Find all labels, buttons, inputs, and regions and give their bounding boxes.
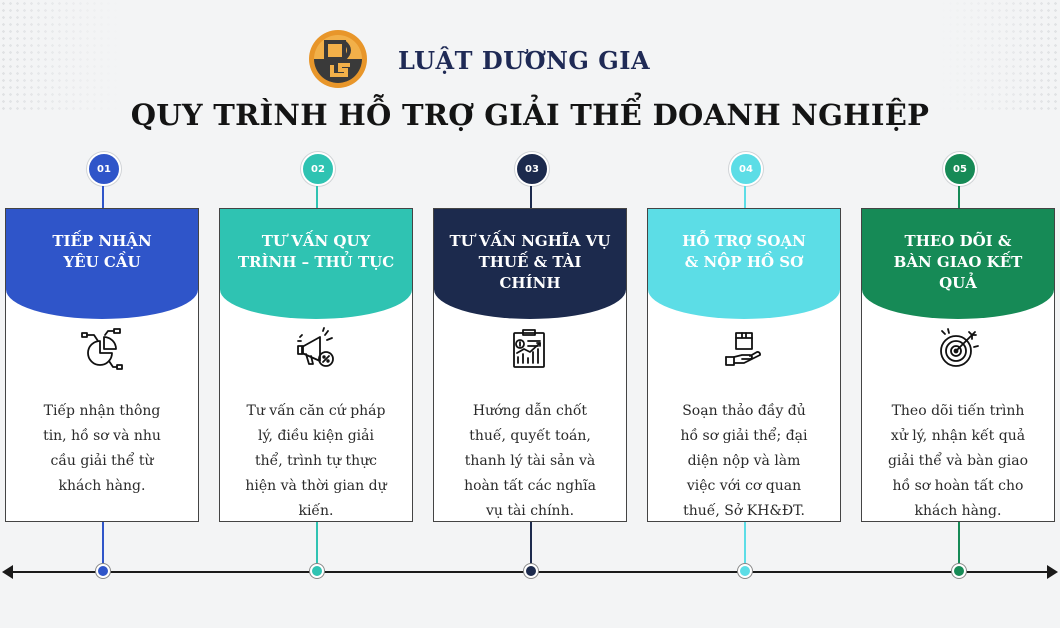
decorative-map-right xyxy=(940,0,1060,110)
step-heading: TƯ VẤN NGHĨA VỤ THUẾ & TÀI CHÍNH xyxy=(449,232,611,292)
step-connector-top xyxy=(316,186,318,208)
step-card: HỖ TRỢ SOẠN & NỘP HỒ SƠ Soạn thảo đầy đủ… xyxy=(647,208,841,522)
pie-chart-icon xyxy=(81,328,123,370)
target-icon xyxy=(940,328,979,367)
step-header: HỖ TRỢ SOẠN & NỘP HỒ SƠ xyxy=(648,209,840,319)
step-heading: TIẾP NHẬN YÊU CẦU xyxy=(52,232,152,271)
brand-name: LUẬT DƯƠNG GIA xyxy=(398,46,651,75)
step-connector-top xyxy=(530,186,532,208)
step-header: TIẾP NHẬN YÊU CẦU xyxy=(6,209,198,319)
step-header: THEO DÕI & BÀN GIAO KẾT QUẢ xyxy=(862,209,1054,319)
step-5: 05 THEO DÕI & BÀN GIAO KẾT QUẢ Theo dõi … xyxy=(861,152,1057,582)
step-connector-bottom xyxy=(530,522,532,566)
step-number-badge: 04 xyxy=(729,152,763,186)
step-3: 03 TƯ VẤN NGHĨA VỤ THUẾ & TÀI CHÍNH Hướn… xyxy=(433,152,629,582)
megaphone-icon xyxy=(297,327,334,367)
step-1: 01 TIẾP NHẬN YÊU CẦU Tiếp nhận thông tin… xyxy=(5,152,201,582)
step-description: Theo dõi tiến trình xử lý, nhận kết quả … xyxy=(887,403,1029,519)
step-card: TƯ VẤN QUY TRÌNH – THỦ TỤC Tư vấn căn cứ… xyxy=(219,208,413,522)
company-logo xyxy=(309,30,367,88)
step-card: THEO DÕI & BÀN GIAO KẾT QUẢ Theo dõi tiế… xyxy=(861,208,1055,522)
step-number-badge: 03 xyxy=(515,152,549,186)
step-connector-bottom xyxy=(744,522,746,566)
step-number-badge: 01 xyxy=(87,152,121,186)
decorative-map-left xyxy=(0,0,120,110)
step-heading: HỖ TRỢ SOẠN & NỘP HỒ SƠ xyxy=(682,232,806,271)
package-hand-icon xyxy=(725,332,761,366)
step-number-badge: 02 xyxy=(301,152,335,186)
timeline-dot xyxy=(96,564,110,578)
step-heading: TƯ VẤN QUY TRÌNH – THỦ TỤC xyxy=(237,232,395,271)
page-title: QUY TRÌNH HỖ TRỢ GIẢI THỂ DOANH NGHIỆP xyxy=(130,98,930,132)
step-connector-top xyxy=(958,186,960,208)
step-number-badge: 05 xyxy=(943,152,977,186)
timeline-dot xyxy=(524,564,538,578)
step-connector-top xyxy=(744,186,746,208)
timeline-dot xyxy=(310,564,324,578)
finance-report-icon xyxy=(513,329,545,368)
timeline-dot xyxy=(952,564,966,578)
step-card: TIẾP NHẬN YÊU CẦU Tiếp nhận thông tin, h… xyxy=(5,208,199,522)
step-connector-bottom xyxy=(958,522,960,566)
step-heading: THEO DÕI & BÀN GIAO KẾT QUẢ xyxy=(893,232,1023,292)
step-4: 04 HỖ TRỢ SOẠN & NỘP HỒ SƠ Soạn thảo đầy… xyxy=(647,152,843,582)
timeline-arrow-right xyxy=(1047,565,1058,579)
step-description: Tiếp nhận thông tin, hồ sơ và nhu cầu gi… xyxy=(43,403,161,494)
step-description: Hướng dẫn chốt thuế, quyết toán, thanh l… xyxy=(464,403,596,519)
step-header: TƯ VẤN NGHĨA VỤ THUẾ & TÀI CHÍNH xyxy=(434,209,626,319)
step-2: 02 TƯ VẤN QUY TRÌNH – THỦ TỤC Tư vấn căn… xyxy=(219,152,415,582)
step-description: Tư vấn căn cứ pháp lý, điều kiện giải th… xyxy=(245,403,387,519)
timeline-dot xyxy=(738,564,752,578)
step-header: TƯ VẤN QUY TRÌNH – THỦ TỤC xyxy=(220,209,412,319)
step-connector-bottom xyxy=(316,522,318,566)
step-connector-bottom xyxy=(102,522,104,566)
step-card: TƯ VẤN NGHĨA VỤ THUẾ & TÀI CHÍNH Hướng d… xyxy=(433,208,627,522)
timeline-arrow-left xyxy=(2,565,13,579)
step-connector-top xyxy=(102,186,104,208)
step-description: Soạn thảo đầy đủ hồ sơ giải thể; đại diệ… xyxy=(680,403,808,519)
